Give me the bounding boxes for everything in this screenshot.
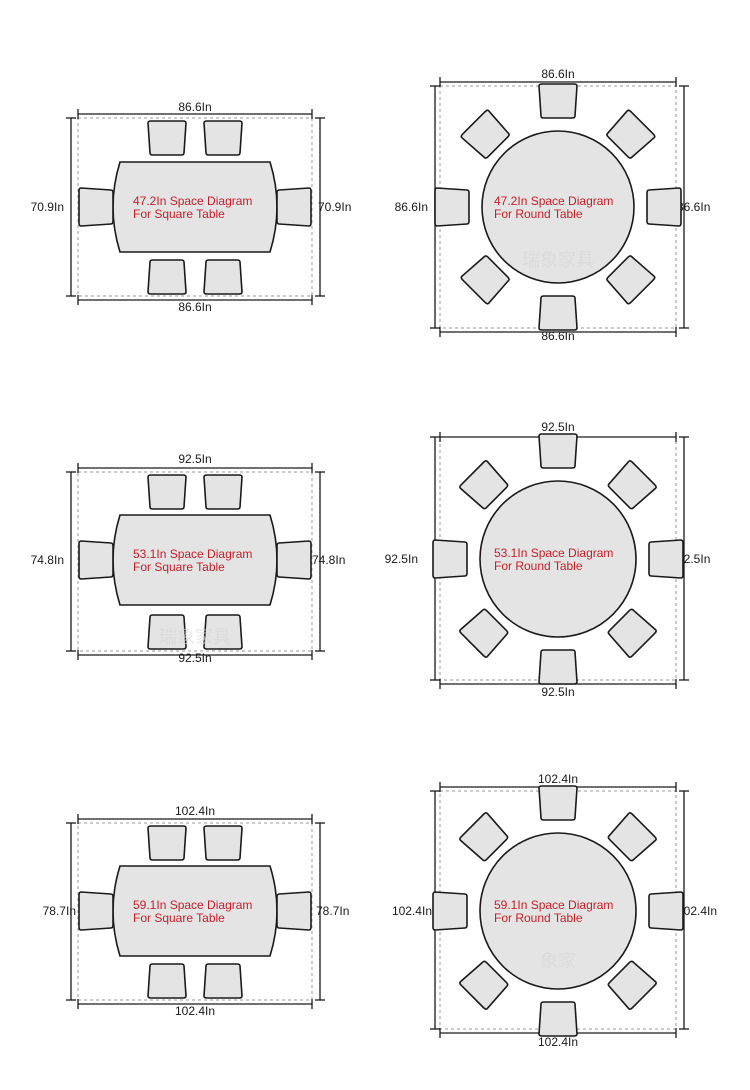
left-dimension: 86.6In	[395, 200, 428, 214]
left-dimension: 78.7In	[43, 904, 76, 918]
clearance-boundary	[77, 117, 313, 297]
chair-icon	[78, 187, 114, 227]
chair-icon	[78, 540, 114, 580]
chair-icon	[147, 259, 187, 295]
watermark-text: 瑞象家具	[159, 627, 231, 648]
chair-icon	[538, 785, 578, 821]
chair-icon	[607, 460, 657, 510]
diagram-title-line2: For Round Table	[494, 559, 583, 573]
diagram-title-line1: 53.1In Space Diagram	[494, 546, 613, 560]
chair-icon	[203, 259, 243, 295]
chair-icon	[203, 614, 243, 650]
chair-icon	[459, 812, 509, 862]
chair-icon	[432, 539, 468, 579]
left-dimension: 74.8In	[31, 553, 64, 567]
top-dimension: 92.5In	[541, 420, 574, 434]
chair-icon	[606, 255, 656, 305]
diagram-title-line2: For Round Table	[494, 207, 583, 221]
right-dimension: 74.8In	[312, 553, 345, 567]
chair-icon	[646, 187, 682, 227]
diagram-title-line1: 53.1In Space Diagram	[133, 547, 252, 561]
chair-icon	[78, 891, 114, 931]
diagram-title-line2: For Square Table	[133, 207, 225, 221]
top-dimension: 102.4In	[175, 804, 215, 818]
chair-icon	[459, 960, 509, 1010]
chair-icon	[607, 812, 657, 862]
square-table	[112, 865, 278, 957]
chair-icon	[538, 433, 578, 469]
bottom-dimension: 92.5In	[541, 685, 574, 699]
space-diagram-4-round: 92.5In 92.5In 92.5In 92.5In 53.1In Space Dia…	[385, 420, 711, 699]
chair-icon	[648, 539, 684, 579]
bottom-dimension: 102.4In	[538, 1035, 578, 1049]
top-dimension: 102.4In	[538, 772, 578, 786]
diagram-title-line2: For Square Table	[133, 560, 225, 574]
chair-icon	[538, 649, 578, 685]
chair-icon	[203, 825, 243, 861]
chair-icon	[147, 474, 187, 510]
chair-icon	[538, 83, 578, 119]
left-dimension: 92.5In	[385, 552, 418, 566]
space-diagram-2-round: 86.6In 86.6In 86.6In 86.6In 47.2In Space Dia…	[395, 67, 711, 343]
chair-icon	[147, 963, 187, 999]
chair-icon	[607, 608, 657, 658]
right-dimension: 78.7In	[316, 904, 349, 918]
chair-icon	[607, 960, 657, 1010]
watermark-text: 象家	[540, 951, 576, 972]
bottom-dimension: 102.4In	[175, 1004, 215, 1018]
chair-icon	[276, 187, 312, 227]
bottom-dimension: 92.5In	[178, 651, 211, 665]
diagram-title-line1: 47.2In Space Diagram	[133, 194, 252, 208]
watermark-text: 瑞象家具	[522, 250, 594, 271]
chair-icon	[606, 109, 656, 159]
square-table	[112, 514, 278, 606]
chair-icon	[276, 540, 312, 580]
top-dimension: 92.5In	[178, 452, 211, 466]
right-dimension: 86.6In	[677, 200, 710, 214]
top-dimension: 86.6In	[541, 67, 574, 81]
chair-icon	[434, 187, 470, 227]
diagram-title-line2: For Square Table	[133, 911, 225, 925]
chair-icon	[147, 825, 187, 861]
clearance-boundary	[77, 471, 313, 652]
space-diagram-5-square: 102.4In 102.4In 78.7In 78.7In 59.1In Space D…	[43, 804, 350, 1018]
round-table	[479, 480, 637, 638]
diagram-title-line1: 59.1In Space Diagram	[494, 898, 613, 912]
right-dimension: 70.9In	[318, 200, 351, 214]
space-diagram-6-round: 102.4In 102.4In 102.4In 102.4In 59.1In Space…	[392, 772, 717, 1049]
round-table	[479, 832, 637, 990]
chair-icon	[460, 255, 510, 305]
chair-icon	[459, 608, 509, 658]
left-dimension: 70.9In	[31, 200, 64, 214]
right-dimension: 92.5In	[677, 552, 710, 566]
square-table	[112, 161, 278, 253]
chair-icon	[432, 891, 468, 931]
chair-icon	[147, 614, 187, 650]
chair-icon	[203, 963, 243, 999]
chair-icon	[459, 460, 509, 510]
chair-icon	[538, 1001, 578, 1037]
chair-icon	[538, 295, 578, 331]
right-dimension: 102.4In	[677, 904, 717, 918]
chair-icon	[276, 891, 312, 931]
chair-icon	[147, 120, 187, 156]
bottom-dimension: 86.6In	[178, 300, 211, 314]
diagram-title-line1: 47.2In Space Diagram	[494, 194, 613, 208]
clearance-boundary	[77, 822, 313, 1001]
space-diagram-1-square: 86.6In 86.6In 70.9In 70.9In 47.2In Space Dia…	[31, 100, 352, 314]
diagram-title-line2: For Round Table	[494, 911, 583, 925]
chair-icon	[460, 109, 510, 159]
diagram-title-line1: 59.1In Space Diagram	[133, 898, 252, 912]
top-dimension: 86.6In	[178, 100, 211, 114]
chair-icon	[648, 891, 684, 931]
left-dimension: 102.4In	[392, 904, 432, 918]
chair-icon	[203, 120, 243, 156]
space-diagram-3-square: 92.5In 92.5In 74.8In 74.8In 53.1In Space Dia…	[31, 452, 346, 665]
chair-icon	[203, 474, 243, 510]
bottom-dimension: 86.6In	[541, 329, 574, 343]
round-table	[481, 130, 635, 284]
